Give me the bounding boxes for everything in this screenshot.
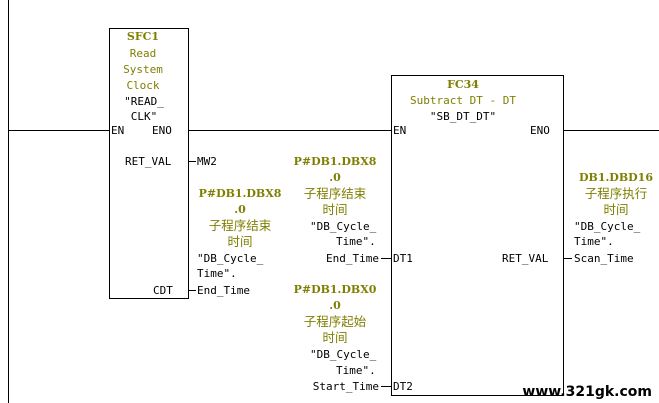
sfc1-symbol-line2: CLK": [131, 110, 158, 123]
fc34-dt2-comment-line2: 时间: [322, 330, 347, 345]
sfc1-block[interactable]: [109, 28, 189, 299]
fc34-dt1-address-line2: .0: [329, 171, 341, 184]
fc34-dt1-operand: End_Time: [326, 252, 379, 265]
fc34-block[interactable]: [391, 75, 564, 396]
fc34-dt1-symbol-line2: Time".: [336, 235, 376, 248]
sfc1-pin-en: EN: [111, 124, 124, 137]
fc34-dt2-address-line2: .0: [329, 299, 341, 312]
fc34-ret-comment-line1: 子程序执行: [585, 186, 648, 201]
fc34-dt2-symbol-line1: "DB_Cycle_: [310, 348, 377, 361]
fc34-dt1-symbol-line1: "DB_Cycle_: [310, 220, 377, 233]
fc34-dt1-comment-line2: 时间: [322, 202, 347, 217]
fc34-dt2-operand: Start_Time: [313, 380, 379, 393]
fc34-dt1-comment-line1: 子程序结束: [304, 186, 367, 201]
sfc1-cdt-comment-line2: 时间: [227, 234, 252, 249]
fc34-ret-address: DB1.DBD16: [579, 171, 653, 184]
sfc1-cdt-symbol-line1: "DB_Cycle_: [197, 252, 264, 265]
sfc1-cdt-operand: End_Time: [197, 284, 250, 297]
fc34-pin-dt1: DT1: [393, 252, 413, 265]
sfc1-desc-line2: System: [123, 63, 163, 76]
sfc1-symbol-line1: "READ_: [124, 95, 164, 108]
fc34-pin-ret-val: RET_VAL: [502, 252, 549, 265]
fc34-ret-symbol-line2: Time".: [574, 235, 614, 248]
sfc1-name: SFC1: [127, 30, 159, 43]
fc34-dt1-address-line1: P#DB1.DBX8: [294, 155, 377, 168]
fc34-ret-symbol-line1: "DB_Cycle_: [574, 220, 641, 233]
fc34-pin-dt2: DT2: [393, 380, 413, 393]
fc34-ret-comment-line2: 时间: [603, 202, 628, 217]
sfc1-cdt-comment-line1: 子程序结束: [209, 218, 272, 233]
fc34-name: FC34: [447, 78, 479, 91]
sfc1-cdt-symbol-line2: Time".: [197, 267, 237, 280]
sfc1-ret-val-operand: MW2: [197, 155, 217, 168]
fc34-pin-eno: ENO: [530, 124, 550, 137]
sfc1-pin-eno: ENO: [152, 124, 172, 137]
fc34-dt2-comment-line1: 子程序起始: [304, 314, 367, 329]
sfc1-pin-cdt: CDT: [153, 284, 173, 297]
watermark-text: www.321gk.com: [522, 384, 652, 400]
sfc1-cdt-address-line2: .0: [234, 203, 246, 216]
fc34-ret-operand: Scan_Time: [574, 252, 634, 265]
fc34-pin-en: EN: [393, 124, 406, 137]
sfc1-desc-line1: Read: [130, 47, 157, 60]
fc34-dt2-symbol-line2: Time".: [336, 364, 376, 377]
sfc1-pin-ret-val: RET_VAL: [125, 155, 172, 168]
fc34-symbol: "SB_DT_DT": [430, 110, 496, 123]
fc34-desc: Subtract DT - DT: [410, 94, 516, 107]
sfc1-cdt-address-line1: P#DB1.DBX8: [199, 187, 282, 200]
fc34-dt2-address-line1: P#DB1.DBX0: [294, 283, 377, 296]
sfc1-desc-line3: Clock: [126, 79, 159, 92]
